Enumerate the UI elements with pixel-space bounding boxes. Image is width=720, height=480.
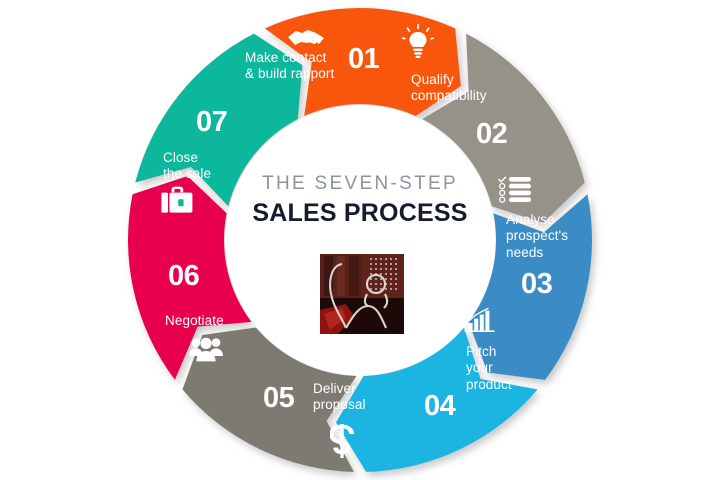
segment-05[interactable] (182, 327, 357, 472)
title-kicker: THE SEVEN-STEP (262, 173, 458, 194)
segment-04[interactable] (335, 327, 538, 472)
page-title: SALES PROCESS (252, 199, 468, 227)
segment-06[interactable] (127, 175, 252, 380)
center-hub: THE SEVEN-STEP SALES PROCESS (225, 105, 495, 375)
center-photo-thumbnail (318, 252, 406, 336)
segment-07[interactable] (135, 33, 303, 207)
segment-group (127, 8, 593, 472)
segment-02[interactable] (422, 33, 585, 223)
segment-03[interactable] (468, 194, 593, 380)
